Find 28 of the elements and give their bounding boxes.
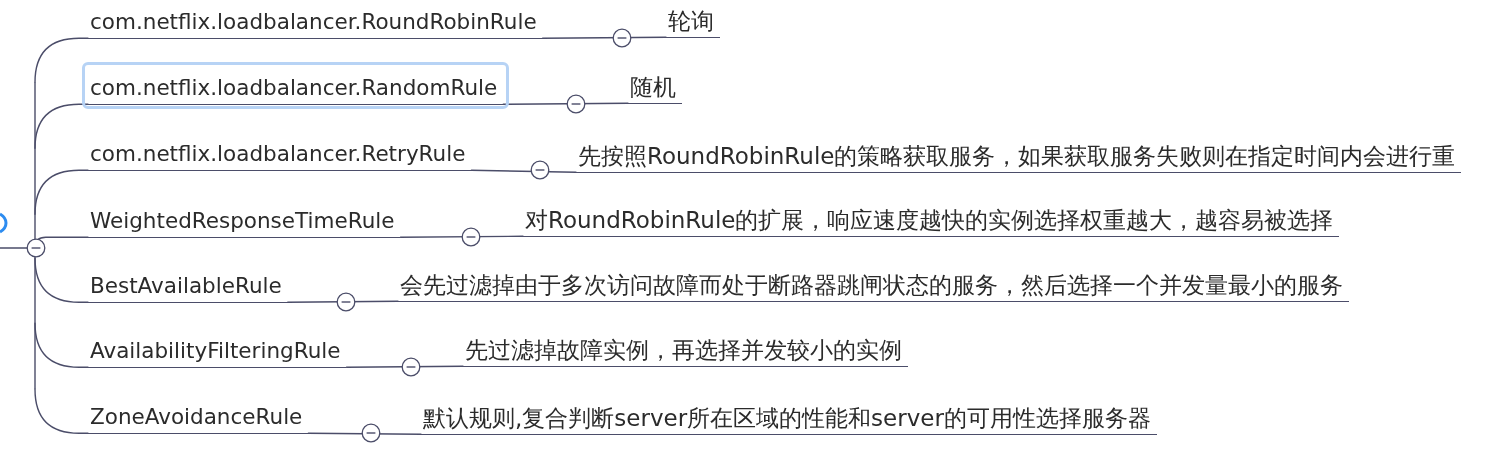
- branch-line: [541, 36, 667, 39]
- branch-line: [399, 235, 524, 238]
- branch-line: [34, 103, 89, 149]
- branch-line: [34, 37, 89, 83]
- branch-line: [34, 169, 89, 215]
- topic-label: BestAvailableRule: [88, 273, 288, 303]
- branch-line: [502, 102, 629, 105]
- topic-label: WeightedResponseTimeRule: [88, 208, 401, 238]
- topic-label: AvailabilityFilteringRule: [88, 338, 347, 368]
- subtopic-label: 默认规则,复合判断server所在区域的性能和server的可用性选择服务器: [421, 405, 1157, 435]
- branch-line: [287, 300, 399, 303]
- subtopic-label: 对RoundRobinRule的扩展，响应速度越快的实例选择权重越大，越容易被选择: [523, 207, 1340, 237]
- topic-label: com.netflix.loadbalancer.RandomRule: [88, 75, 504, 105]
- subtopic-label: 随机: [628, 74, 682, 104]
- subtopic-label: 会先过滤掉由于多次访问故障而处于断路器跳闸状态的服务，然后选择一个并发量最小的服务: [398, 272, 1349, 302]
- topic-label: com.netflix.loadbalancer.RetryRule: [88, 141, 472, 171]
- topic-label: com.netflix.loadbalancer.RoundRobinRule: [88, 9, 543, 39]
- branch-line: [34, 257, 89, 303]
- topic-label: ZoneAvoidanceRule: [88, 404, 309, 434]
- subtopic-label: 先按照RoundRobinRule的策略获取服务，如果获取服务失败则在指定时间内会进行重: [576, 143, 1462, 173]
- branch-line: [34, 388, 89, 434]
- branch-line: [345, 365, 464, 368]
- branch-line: [307, 432, 422, 435]
- branch-line: [34, 322, 89, 368]
- subtopic-label: 轮询: [666, 8, 720, 38]
- branch-line: [470, 169, 577, 173]
- subtopic-label: 先过滤掉故障实例，再选择并发较小的实例: [463, 337, 908, 367]
- trunk-line: [0, 81, 36, 390]
